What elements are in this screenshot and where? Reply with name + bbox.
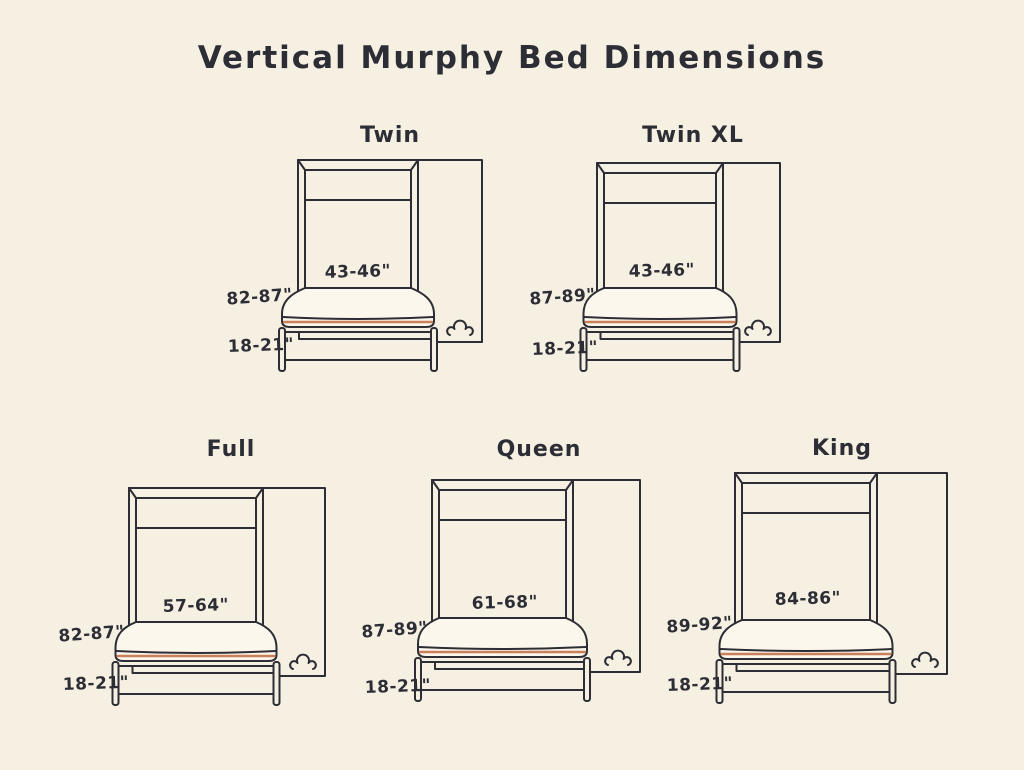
height-dimension-label: 89-92" [666,613,733,638]
decorative-curl-icon [744,319,772,336]
bed-name-label: Twin XL [642,123,744,148]
bed-leg [272,661,281,706]
decorative-curl-icon [911,651,939,668]
depth-dimension-label: 18-21" [364,676,431,698]
bed-leg [579,327,588,372]
mattress [718,619,894,660]
bed-leg [715,659,724,704]
bed-diagram-queen: Queen 61-68" 87-89" 18-21" [361,437,641,702]
bed-diagram-twin: Twin 43-46" 82-87" 18-21" [226,123,483,372]
bed-leg [414,657,422,702]
height-dimension-label: 87-89" [529,285,596,310]
bed-name-label: King [812,436,872,461]
mattress [114,621,278,662]
depth-dimension-label: 18-21" [227,335,294,357]
depth-dimension-label: 18-21" [666,674,733,696]
height-dimension-label: 87-89" [361,618,428,643]
mattress [281,287,435,328]
bed-diagram-full: Full 57-64" 82-87" 18-21" [58,437,326,706]
height-dimension-label: 82-87" [58,622,125,647]
bed-name-label: Full [207,437,256,462]
page-title: Vertical Murphy Bed Dimensions [198,40,827,76]
bed-leg [888,659,897,704]
height-dimension-label: 82-87" [226,285,293,310]
bed-diagram-king: King 84-86" 89-92" 18-21" [666,436,948,704]
decorative-curl-icon [604,649,632,666]
bed-leg [732,327,741,372]
mattress [582,287,738,328]
bed-name-label: Queen [497,437,582,462]
width-dimension-label: 43-46" [629,260,696,282]
bed-leg [111,661,120,706]
bed-leg [583,657,591,702]
mattress [417,617,588,658]
decorative-curl-icon [289,653,317,670]
bed-leg [278,327,286,372]
bed-name-label: Twin [360,123,420,148]
width-dimension-label: 57-64" [163,595,230,617]
width-dimension-label: 43-46" [325,261,392,283]
width-dimension-label: 61-68" [472,592,539,614]
depth-dimension-label: 18-21" [531,338,598,360]
depth-dimension-label: 18-21" [62,673,129,695]
bed-leg [430,327,438,372]
decorative-curl-icon [446,319,474,336]
width-dimension-label: 84-86" [775,588,842,610]
bed-diagram-twin-xl: Twin XL 43-46" 87-89" 18-21" [529,123,781,372]
